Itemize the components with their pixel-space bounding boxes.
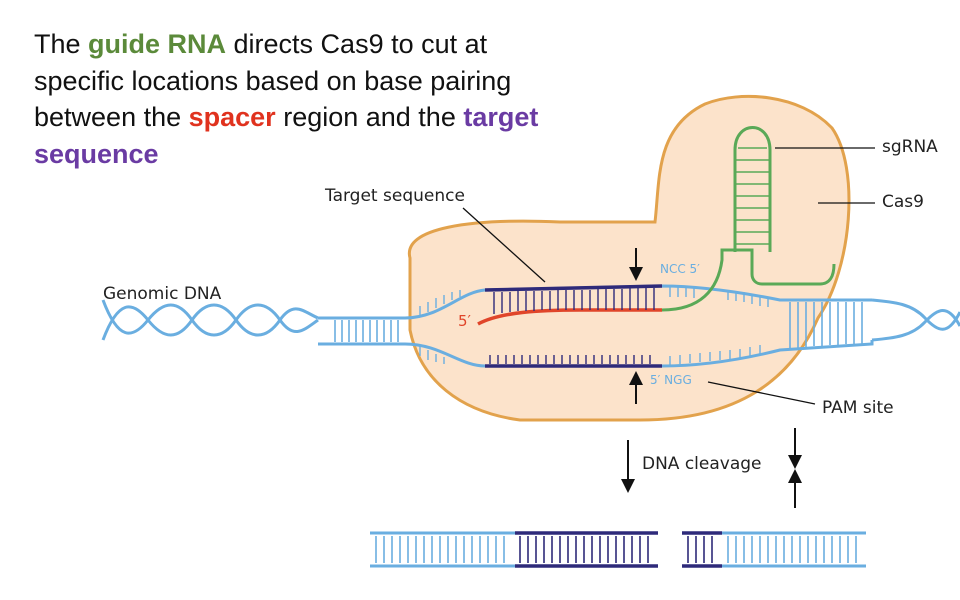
ncc-label: NCC 5′ bbox=[660, 262, 700, 276]
headline-target-sequence: target sequence bbox=[34, 102, 539, 169]
headline-text-1: The bbox=[34, 29, 89, 59]
top-strand-bases bbox=[419, 287, 769, 316]
cas9-protein bbox=[407, 95, 851, 422]
cut-site-arrows bbox=[621, 248, 802, 508]
cleaved-dna-left bbox=[370, 531, 658, 568]
target-sequence-pointer bbox=[462, 207, 546, 283]
cleaved-dna-right bbox=[682, 531, 866, 568]
ngg-label: 5′ NGG bbox=[650, 373, 692, 387]
dna-helix-right bbox=[871, 298, 960, 342]
base-rungs-left bbox=[334, 320, 399, 342]
headline-text-2: directs Cas9 to cut at specific location… bbox=[34, 29, 512, 132]
dna-bottom-strand bbox=[318, 340, 874, 368]
headline: The guide RNA directs Cas9 to cut at spe… bbox=[34, 26, 554, 172]
base-rungs-right bbox=[789, 302, 863, 348]
five-prime-label: 5′ bbox=[458, 312, 471, 330]
pam-site-pointer bbox=[707, 381, 816, 405]
dna-top-strand bbox=[318, 284, 872, 320]
sgrna-label: sgRNA bbox=[882, 137, 938, 157]
dna-helix-left bbox=[101, 299, 319, 341]
cas9-label: Cas9 bbox=[882, 192, 924, 212]
target-sequence-label: Target sequence bbox=[325, 186, 465, 206]
target-strand-bases bbox=[489, 355, 651, 364]
sgrna-scaffold bbox=[661, 126, 836, 312]
headline-guide-rna: guide RNA bbox=[88, 29, 227, 59]
dna-cleavage-label: DNA cleavage bbox=[642, 454, 762, 474]
headline-spacer: spacer bbox=[188, 102, 276, 132]
bottom-strand-bases bbox=[419, 345, 761, 365]
spacer-rna bbox=[477, 288, 662, 326]
headline-text-3: region and the bbox=[275, 102, 464, 132]
callout-lines bbox=[462, 147, 875, 405]
genomic-dna-label: Genomic DNA bbox=[103, 284, 222, 304]
pam-site-label: PAM site bbox=[822, 398, 894, 418]
